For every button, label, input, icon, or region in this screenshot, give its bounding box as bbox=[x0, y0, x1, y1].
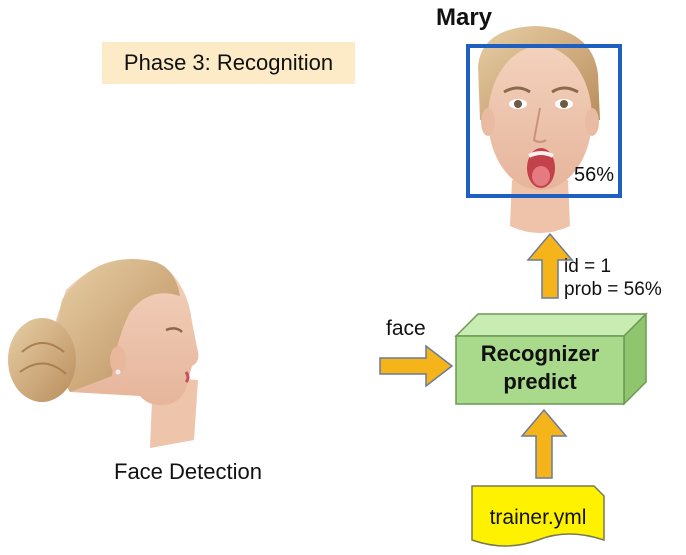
phase-label: Phase 3: Recognition bbox=[102, 42, 355, 84]
up-arrow-model bbox=[520, 408, 568, 479]
trainer-file-label: trainer.yml bbox=[490, 506, 587, 529]
trainer-file: trainer.yml bbox=[471, 485, 605, 547]
face-bounding-box bbox=[466, 44, 622, 198]
mary-face-image bbox=[478, 26, 600, 233]
profile-face-image bbox=[8, 259, 199, 448]
recognizer-line1: Recognizer bbox=[481, 341, 600, 366]
prediction-id: id = 1 bbox=[564, 256, 612, 277]
recognizer-line2: predict bbox=[503, 369, 577, 394]
up-arrow-output bbox=[526, 232, 574, 299]
recognized-name: Mary bbox=[436, 4, 493, 31]
face-detection-label: Face Detection bbox=[114, 459, 262, 484]
input-face-label: face bbox=[386, 317, 426, 340]
prediction-prob: prob = 56% bbox=[564, 279, 662, 300]
recognizer-box: Recognizer predict bbox=[454, 312, 648, 406]
confidence-label: 56% bbox=[574, 164, 615, 186]
right-arrow-input bbox=[379, 344, 454, 388]
